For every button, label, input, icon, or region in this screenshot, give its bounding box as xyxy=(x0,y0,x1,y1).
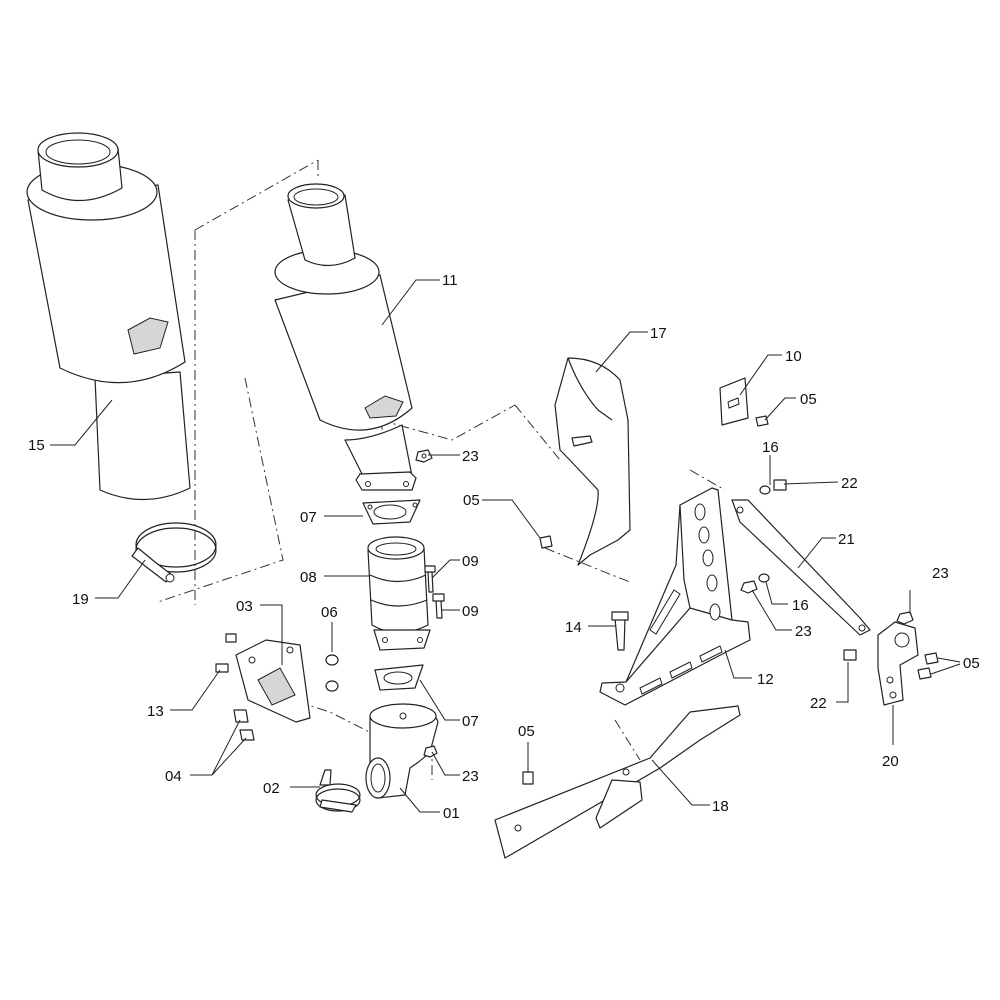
callout-11: 11 xyxy=(442,272,458,289)
part-11-muffler xyxy=(274,183,417,491)
callout-13: 13 xyxy=(147,703,164,720)
part-23-nut-plate xyxy=(896,611,914,625)
part-05-fasteners-plate xyxy=(917,652,939,680)
callout-19: 19 xyxy=(72,591,89,608)
part-02-vband-clamp xyxy=(315,769,361,813)
callout-07-upper: 07 xyxy=(300,509,317,526)
callout-20: 20 xyxy=(882,753,899,770)
part-23-nut-bracket xyxy=(740,580,758,594)
callout-22-upper: 22 xyxy=(841,475,858,492)
callout-05-plate: 05 xyxy=(963,655,980,672)
callout-23-upper: 23 xyxy=(462,448,479,465)
part-20-mounting-plate xyxy=(877,621,919,706)
callout-16-upper: 16 xyxy=(762,439,779,456)
part-19-band-clamp xyxy=(131,522,217,583)
part-04-bolts xyxy=(233,709,255,741)
part-15-muffler xyxy=(26,132,191,501)
part-10-plate xyxy=(719,377,749,426)
part-12-main-bracket xyxy=(599,487,751,706)
part-23-nut-upper xyxy=(415,449,433,463)
callout-21: 21 xyxy=(838,531,855,548)
callout-23-lower: 23 xyxy=(462,768,479,785)
part-22-bolt-lower xyxy=(843,649,857,661)
part-05-fastener-lower xyxy=(522,771,534,785)
part-08-flex-pipe xyxy=(367,536,431,651)
callout-05-upper: 05 xyxy=(800,391,817,408)
part-06-nuts xyxy=(325,654,339,692)
callout-16-lower: 16 xyxy=(792,597,809,614)
part-21-strut xyxy=(731,499,871,636)
callout-10: 10 xyxy=(785,348,802,365)
callout-05-shield: 05 xyxy=(463,492,480,509)
part-03-bracket xyxy=(235,639,311,723)
callout-23-plate: 23 xyxy=(932,565,949,582)
callout-03: 03 xyxy=(236,598,253,615)
callout-12: 12 xyxy=(757,671,774,688)
callout-23-bracket: 23 xyxy=(795,623,812,640)
part-14-bolt xyxy=(611,611,629,651)
callout-09-lower: 09 xyxy=(462,603,479,620)
part-01-elbow xyxy=(365,703,439,799)
part-16-washer-upper xyxy=(759,485,771,495)
leader-lines xyxy=(50,279,961,813)
callout-08: 08 xyxy=(300,569,317,586)
callout-14: 14 xyxy=(565,619,582,636)
part-09-bolts xyxy=(424,565,445,619)
callout-02: 02 xyxy=(263,780,280,797)
callout-22-lower: 22 xyxy=(810,695,827,712)
part-23-nut-lower xyxy=(423,745,438,758)
callout-15: 15 xyxy=(28,437,45,454)
part-07-gasket-lower xyxy=(374,664,424,691)
callout-04: 04 xyxy=(165,768,182,785)
callout-18: 18 xyxy=(712,798,729,815)
callout-06: 06 xyxy=(321,604,338,621)
part-07-gasket-upper xyxy=(362,499,421,525)
callout-01: 01 xyxy=(443,805,460,822)
part-13-bolts xyxy=(215,633,237,673)
part-22-bolt-upper xyxy=(773,479,787,491)
callout-09-upper: 09 xyxy=(462,553,479,570)
callout-17: 17 xyxy=(650,325,667,342)
callout-07-lower: 07 xyxy=(462,713,479,730)
part-05-fastener-shield xyxy=(539,535,553,549)
callout-labels: 15 19 11 23 07 08 09 09 03 06 13 04 07 2… xyxy=(28,272,980,822)
part-16-washer-lower xyxy=(758,573,770,583)
part-18-base-plate xyxy=(494,705,741,859)
part-17-heat-shield xyxy=(554,357,631,566)
callout-05-lower: 05 xyxy=(518,723,535,740)
part-05-fastener-upper xyxy=(755,415,769,427)
